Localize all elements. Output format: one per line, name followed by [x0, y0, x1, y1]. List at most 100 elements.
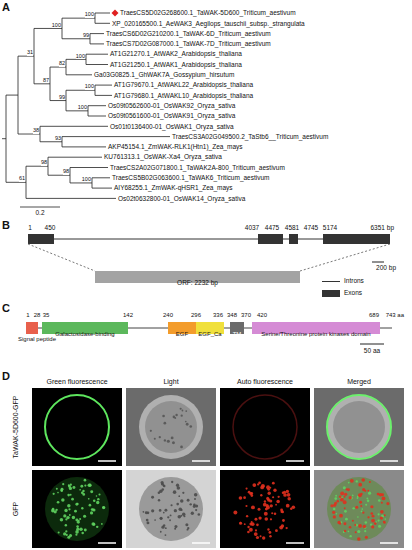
cell-dot: [68, 484, 70, 486]
bootstrap-value: 100: [78, 104, 87, 110]
cell-dot: [162, 415, 165, 418]
cell-dot: [344, 507, 346, 509]
tree-branch: [34, 83, 50, 84]
cell-dot: [386, 502, 389, 505]
image-scale-bar: [98, 460, 116, 462]
cell-dot: [178, 507, 182, 511]
cell-dot: [165, 527, 167, 529]
cell-dot: [83, 515, 86, 518]
cell-dot: [158, 491, 161, 494]
cell-dot: [145, 511, 148, 514]
image-scale-bar: [380, 460, 398, 462]
cell-dot: [361, 508, 363, 510]
cell-dot: [64, 509, 67, 512]
position-number: 28: [34, 312, 41, 319]
cell-dot: [198, 513, 201, 516]
cell-dot: [272, 482, 275, 485]
taxon-label: KU761313.1_OsWAK-Xa4_Oryza_sativa: [104, 153, 222, 160]
cell-dot: [276, 500, 280, 504]
cell-dot: [358, 483, 362, 487]
cell-dot: [182, 513, 185, 516]
cell-dot: [266, 497, 269, 500]
cell-dot: [255, 529, 257, 531]
cell-dot: [265, 508, 268, 511]
cell-dot: [381, 502, 383, 504]
cell-dot: [67, 494, 70, 497]
cell-dot: [371, 525, 374, 528]
cell-dot: [269, 499, 272, 502]
cell-dot: [264, 517, 268, 521]
cell-dot: [345, 518, 348, 521]
tree-branch: [66, 59, 86, 60]
position-number: 4745: [304, 224, 318, 231]
cell-dot: [182, 410, 184, 412]
cell-dot: [370, 523, 372, 525]
cell-dot: [89, 504, 92, 507]
cell-dot: [333, 515, 336, 518]
cell-dot: [343, 522, 346, 525]
cell-dot: [172, 441, 175, 444]
cell-dot: [185, 523, 188, 526]
cell-dot: [371, 519, 375, 523]
cell-dot: [378, 525, 381, 528]
cell-dot: [88, 498, 90, 500]
cell-dot: [251, 505, 255, 509]
position-number: 370: [241, 312, 251, 319]
cell-dot: [72, 516, 75, 519]
scale-bar: [20, 207, 60, 208]
bootstrap-value: 99: [59, 94, 65, 100]
cell-dot: [171, 481, 173, 483]
cell-dot: [176, 503, 179, 506]
cell-dot: [181, 415, 183, 417]
tree-branch: [86, 54, 108, 55]
cell-dot: [79, 489, 81, 491]
cell-dot: [287, 497, 291, 501]
legend-text: Introns: [344, 277, 364, 284]
tree-branch: [62, 136, 170, 137]
tree-branch: [70, 167, 108, 168]
cell-dot: [189, 425, 192, 428]
cell-dot: [350, 479, 354, 483]
cell-dot: [273, 489, 276, 492]
cell-dot: [339, 514, 343, 518]
cell-dot: [97, 498, 99, 500]
cell-dot: [260, 486, 264, 490]
egf-domain: EGF: [168, 322, 196, 334]
cell-dot: [146, 519, 149, 522]
scale-label: 200 bp: [376, 264, 396, 271]
micrograph: [32, 388, 122, 466]
tree-branch: [86, 64, 108, 65]
tree-branch: [95, 85, 112, 86]
cell-dot: [52, 508, 55, 511]
panel-letter: C: [2, 302, 10, 315]
cell-dot: [151, 496, 154, 499]
cell-dot: [272, 496, 274, 498]
position-number: 35: [43, 312, 50, 319]
cell-dot: [161, 481, 164, 484]
tree-branch: [88, 116, 106, 117]
cell-dot: [279, 526, 283, 530]
taxon-label: Ga03G0825.1_GhWAK7A_Gossypium_hirsutum: [94, 71, 234, 78]
tree-branch: [50, 100, 66, 101]
position-number: 4581: [285, 224, 299, 231]
cell-dot: [336, 513, 338, 515]
cell-dot: [275, 529, 278, 532]
tree-branch: [34, 28, 62, 29]
bootstrap-value: 98: [63, 168, 69, 174]
cell-dot: [186, 423, 189, 426]
cell-dot: [333, 508, 335, 510]
cell-dot: [176, 484, 179, 487]
cell-dot: [68, 508, 70, 510]
cell-dot: [264, 512, 268, 516]
cell-dot: [96, 526, 98, 528]
taxon-label: AT1G79670.1_AtWAKL22_Arabidopsis_thalian…: [114, 81, 253, 88]
cell-dot: [195, 504, 198, 507]
cell-dot: [185, 410, 187, 412]
taxon-label: TraesCS3A02G049500.2_TaStb6__Triticum_ae…: [172, 133, 328, 140]
cell-dot: [344, 496, 346, 498]
cell-dot: [334, 497, 337, 500]
cell-dot: [277, 496, 279, 498]
tree-branch: [26, 198, 116, 199]
highlight-diamond: [112, 10, 119, 17]
cell-dot: [270, 518, 272, 520]
